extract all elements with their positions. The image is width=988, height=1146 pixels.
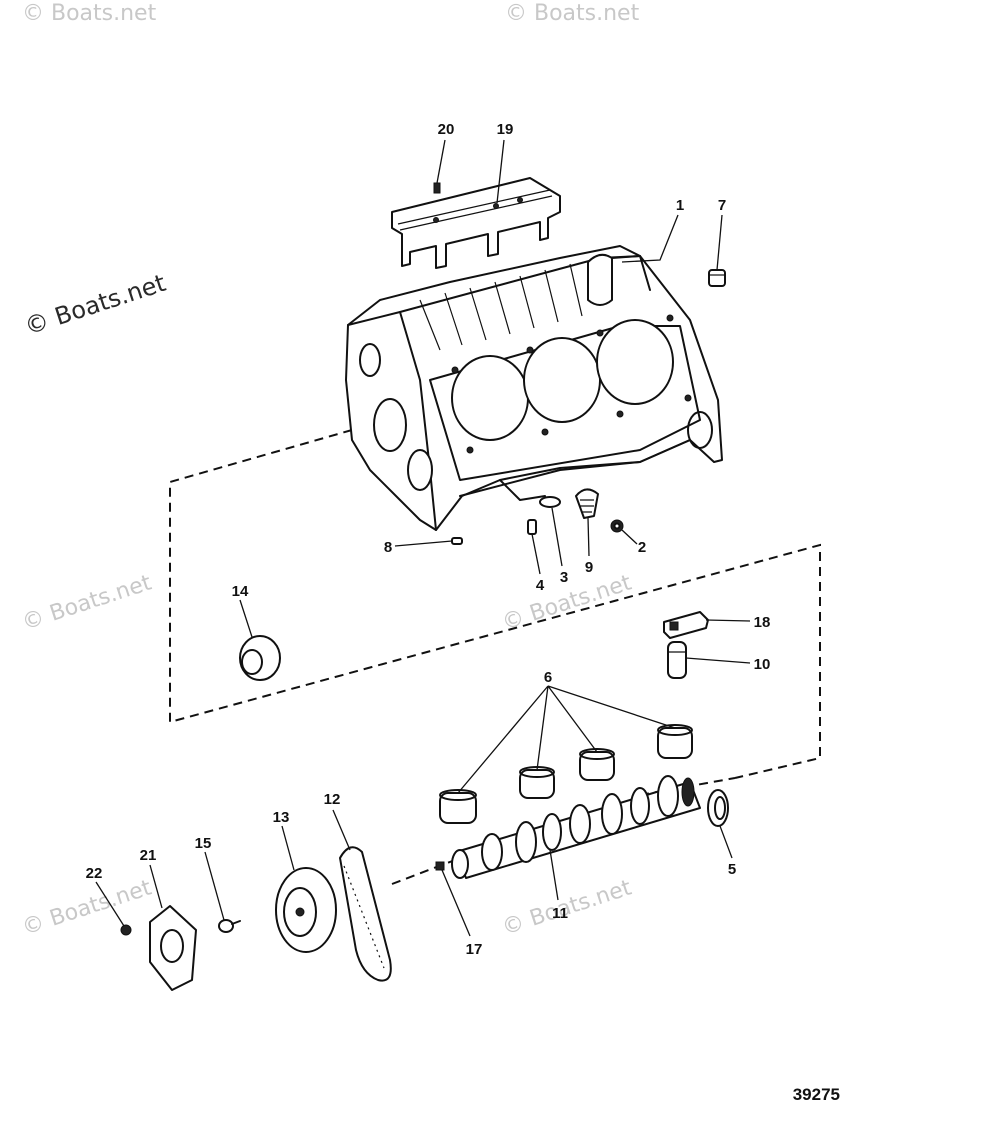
retainer-bolt[interactable] <box>433 182 441 194</box>
cam-gear-part[interactable] <box>239 635 281 681</box>
watermark-text: © Boats.net <box>19 875 155 940</box>
drain-plug-part[interactable] <box>610 519 624 533</box>
dowel-pin-part[interactable] <box>451 537 463 545</box>
part-label-5[interactable]: 5 <box>728 861 736 878</box>
part-label-17[interactable]: 17 <box>466 941 483 958</box>
figure-number: 39275 <box>793 1085 840 1104</box>
watermark-text: © Boats.net <box>19 570 155 635</box>
lifter-retainer-part[interactable] <box>391 177 561 269</box>
cam-key-part[interactable] <box>435 861 445 871</box>
engine-block-part[interactable] <box>345 245 723 531</box>
part-label-19[interactable]: 19 <box>497 121 514 138</box>
small-pin-part[interactable] <box>527 519 537 535</box>
part-label-12[interactable]: 12 <box>324 791 341 808</box>
cam-bearing-part[interactable] <box>579 748 615 781</box>
watermark-text: © Boats.net <box>505 1 640 26</box>
watermark-text: © Boats.net <box>22 1 157 26</box>
part-label-15[interactable]: 15 <box>195 835 212 852</box>
cam-bearing-part[interactable] <box>439 789 477 824</box>
core-plug-part[interactable] <box>708 269 726 287</box>
part-label-13[interactable]: 13 <box>273 809 290 826</box>
watermark-logo-text: © Boats.net <box>21 269 169 341</box>
fitting-elbow-part[interactable] <box>575 488 599 519</box>
assembly-boundary-dashed <box>169 429 821 779</box>
part-label-7[interactable]: 7 <box>718 197 726 214</box>
cam-sprocket-part[interactable] <box>275 867 337 953</box>
part-label-8[interactable]: 8 <box>384 539 392 556</box>
camshaft-rear-plug-part[interactable] <box>707 789 729 827</box>
hydraulic-lifter-part[interactable] <box>667 641 687 679</box>
part-label-9[interactable]: 9 <box>585 559 593 576</box>
part-label-4[interactable]: 4 <box>536 577 545 594</box>
part-label-2[interactable]: 2 <box>638 539 646 556</box>
leader-lines <box>95 139 751 937</box>
part-label-21[interactable]: 21 <box>140 847 157 864</box>
thrust-plate-part[interactable] <box>149 905 197 991</box>
part-label-11[interactable]: 11 <box>552 905 568 922</box>
camshaft-axis-dashed <box>391 859 456 885</box>
part-label-14[interactable]: 14 <box>232 583 249 600</box>
part-label-6[interactable]: 6 <box>544 669 552 686</box>
part-label-22[interactable]: 22 <box>86 865 103 882</box>
sprocket-bolt-part[interactable] <box>218 919 241 933</box>
part-label-18[interactable]: 18 <box>754 614 771 631</box>
part-label-1[interactable]: 1 <box>676 197 684 214</box>
part-number-labels: 20 19 1 7 8 4 3 9 2 14 18 10 6 5 11 17 1… <box>86 121 771 958</box>
part-label-3[interactable]: 3 <box>560 569 568 586</box>
part-label-10[interactable]: 10 <box>754 656 771 673</box>
cam-bearing-part[interactable] <box>657 724 693 759</box>
part-label-20[interactable]: 20 <box>438 121 455 138</box>
lifter-guide-part[interactable] <box>663 611 709 639</box>
camshaft-part[interactable] <box>451 775 701 879</box>
washer-part[interactable] <box>539 496 561 508</box>
timing-chain-part[interactable] <box>339 846 392 982</box>
cam-bearing-part[interactable] <box>519 766 555 799</box>
plate-screw-part[interactable] <box>120 924 132 936</box>
